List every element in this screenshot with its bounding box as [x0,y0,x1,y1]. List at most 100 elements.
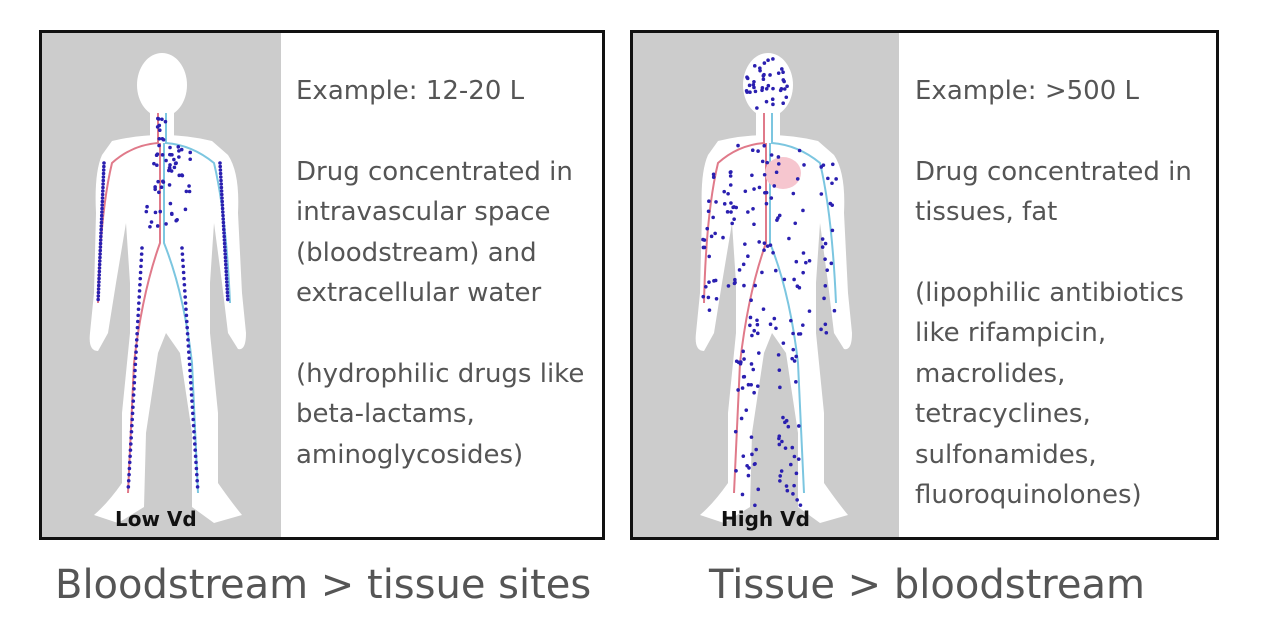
drug-dot [136,307,141,312]
drug-dot [741,262,746,267]
drug-dot [156,116,160,121]
drug-dot [100,192,105,197]
drug-dot [778,385,782,390]
drug-dot [789,318,793,323]
drug-dot [138,276,143,281]
drug-dot [188,150,193,155]
drug-dot [160,136,165,141]
drug-dot [225,290,230,295]
drug-dot [829,261,834,266]
drug-dot [713,231,717,236]
drug-dot [133,362,138,367]
drug-dot [820,237,825,241]
drug-dot [747,466,751,470]
drug-dot [740,492,745,497]
drug-dot [777,213,782,218]
drug-dot [134,338,139,342]
drug-dot [795,177,800,181]
drug-dot [172,165,177,170]
drug-dot [732,217,736,221]
drug-dot [224,262,228,267]
drug-dot [771,86,775,91]
drug-dot [224,269,228,274]
drug-dot [797,148,802,153]
drug-dot [779,87,784,91]
drug-dots [96,116,230,489]
drug-dot [768,322,773,326]
drug-dot [762,241,767,245]
drug-dot [159,185,164,190]
high-vd-examples-note: (lipophilic antibiotics like rifampicin,… [915,277,1184,511]
drug-dot [97,280,101,284]
drug-dot [176,145,181,149]
drug-dot [132,380,137,385]
drug-dot [186,338,190,342]
drug-dot [138,282,142,287]
drug-dot [729,201,733,205]
drug-dot [224,276,229,281]
drug-dot [219,185,224,190]
drug-dot [219,175,223,179]
drug-dot [164,158,168,163]
drug-dot [774,170,779,175]
drug-dot [768,73,772,77]
drug-dot [750,452,754,457]
high-vd-body-illustration [695,53,852,523]
drug-dot [752,187,756,191]
drug-dot [219,189,224,193]
drug-dot [753,461,757,466]
low-vd-text: Example: 12-20 L Drug concentrated in in… [296,71,602,475]
drug-dot [807,258,812,263]
drug-dot [177,149,181,153]
drug-dot [187,356,191,361]
drug-dot [706,295,711,300]
drug-dot [135,331,139,336]
drug-dot [778,479,782,483]
drug-dot [743,242,747,246]
drug-dot [191,411,195,416]
drug-dot [130,417,134,422]
drug-dot [774,326,778,331]
drug-dot [223,248,227,253]
drug-dot [222,241,227,246]
drug-dot [183,207,188,212]
drug-dot [101,189,105,193]
drug-dot [760,270,764,275]
drug-dot [137,289,142,293]
drug-dot [98,245,103,249]
drug-dot [157,136,162,141]
drug-dot [157,123,162,128]
drug-dot [753,283,757,288]
drug-dot [804,260,808,265]
drug-dot [747,83,752,88]
drug-dot [98,238,103,242]
drug-dot [180,252,185,256]
drug-dot [221,210,225,214]
drug-dot [99,224,104,228]
drug-dot [791,347,796,352]
drug-dot [757,185,762,190]
drug-dot [776,71,781,75]
drug-dot [220,192,224,197]
drug-dot [167,165,172,170]
drug-dot [133,356,138,361]
drug-dot [801,208,805,213]
drug-dot [96,294,101,298]
drug-dot [130,423,134,428]
drug-dot [131,405,135,410]
drug-dot [224,273,229,277]
drug-dot [733,280,737,285]
drug-dot [757,240,761,244]
drug-dot [102,161,106,165]
drug-dot [155,163,159,168]
drug-dot [819,192,824,196]
drug-dot [191,423,196,428]
drug-dot [752,390,756,395]
high-vd-description: Drug concentrated in tissues, fat [915,156,1192,228]
low-vd-label: Low Vd [115,507,197,531]
drug-dot [98,248,103,253]
drug-dot [797,424,801,428]
drug-dot [756,351,761,355]
drug-dot [777,368,782,372]
drug-dot [705,226,710,231]
